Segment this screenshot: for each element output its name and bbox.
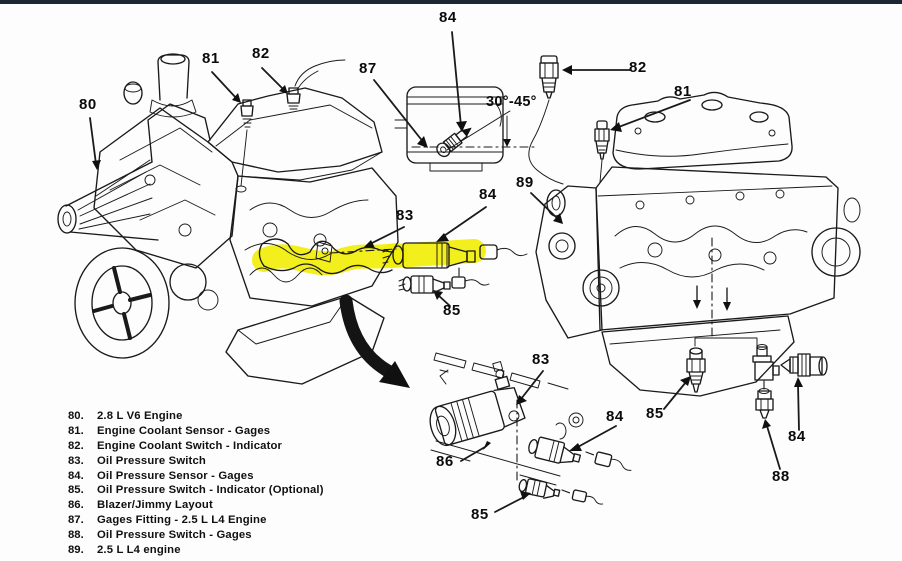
callout-80-v6-engine: 80 [79,96,97,113]
legend-item: 82. Engine Coolant Switch - Indicator [68,439,324,454]
l4-callout-arrows [530,65,691,224]
callout-83-v6-oil-switch: 83 [396,207,414,224]
legend-item-text: 2.5 L L4 engine [97,543,181,556]
legend-item-number: 87. [68,513,84,526]
l4-oil-parts-drawing [663,344,828,470]
legend-item: 81. Engine Coolant Sensor - Gages [68,424,324,439]
curved-pointer-arrow [339,294,410,388]
callout-83-blazer-oil-switch: 83 [532,351,550,368]
callout-85-blazer-oil-switch-ind: 85 [471,506,489,523]
legend-item-text: Oil Pressure Switch - Gages [97,528,252,541]
l4-engine-drawing [528,55,861,397]
callout-81-v6-coolant-sensor: 81 [202,50,220,67]
legend-item: 89. 2.5 L L4 engine [68,542,324,557]
legend-item: 87. Gages Fitting - 2.5 L L4 Engine [68,513,324,528]
blazer-jimmy-layout-drawing [429,352,632,513]
legend-item-text: Gages Fitting - 2.5 L L4 Engine [97,513,267,526]
callout-87-gages-fitting: 87 [359,60,377,77]
v6-engine-drawing [57,53,399,385]
legend-item-number: 83. [68,454,84,467]
callout-84-br-oil-sensor: 84 [788,428,806,445]
legend-item-number: 81. [68,425,84,438]
legend-item-number: 80. [68,410,84,423]
legend-item: 88. Oil Pressure Switch - Gages [68,527,324,542]
legend-item: 84. Oil Pressure Sensor - Gages [68,468,324,483]
angle-annotation: 30°-45° [486,94,537,110]
top-border-rule [0,0,902,4]
legend-item: 85. Oil Pressure Switch - Indicator (Opti… [68,483,324,498]
legend-item-text: Oil Pressure Switch [97,454,206,467]
legend-item-number: 85. [68,484,84,497]
legend-item-text: Blazer/Jimmy Layout [97,499,213,512]
legend-item: 80. 2.8 L V6 Engine [68,409,324,424]
legend-list: 80. 2.8 L V6 Engine 81. Engine Coolant Sen… [68,409,324,557]
legend-item: 83. Oil Pressure Switch [68,453,324,468]
callout-86-blazer-layout: 86 [436,453,454,470]
gages-fitting-detail-drawing [373,31,536,172]
callout-85-br-oil-switch-ind: 85 [646,405,664,422]
legend-item-text: Oil Pressure Switch - Indicator (Optiona… [97,484,324,497]
legend-item-text: Oil Pressure Sensor - Gages [97,469,254,482]
legend-item-number: 86. [68,499,84,512]
legend-item-text: Engine Coolant Switch - Indicator [97,439,283,452]
callout-88-br-oil-switch-gages: 88 [772,468,790,485]
callout-85-v6-oil-switch-ind: 85 [443,302,461,319]
callout-84-fitting-sensor: 84 [439,9,457,26]
legend-item-number: 82. [68,439,84,452]
legend-item-number: 88. [68,528,84,541]
legend-item-text: 2.8 L V6 Engine [97,410,183,423]
v6-oil-sensor-group [258,238,528,294]
legend-item-text: Engine Coolant Sensor - Gages [97,425,271,438]
legend-item-number: 84. [68,469,84,482]
callout-84-blazer-oil-sensor: 84 [606,408,624,425]
highlight-marker-stroke [252,239,486,276]
legend-item: 86. Blazer/Jimmy Layout [68,498,324,513]
legend-item-number: 89. [68,543,84,556]
callout-84-v6-oil-sensor: 84 [479,186,497,203]
callout-81-l4-coolant-sensor: 81 [674,83,692,100]
callout-82-v6-coolant-switch: 82 [252,45,270,62]
callout-89-l4-engine: 89 [516,174,534,191]
callout-82-l4-coolant-switch: 82 [629,59,647,76]
